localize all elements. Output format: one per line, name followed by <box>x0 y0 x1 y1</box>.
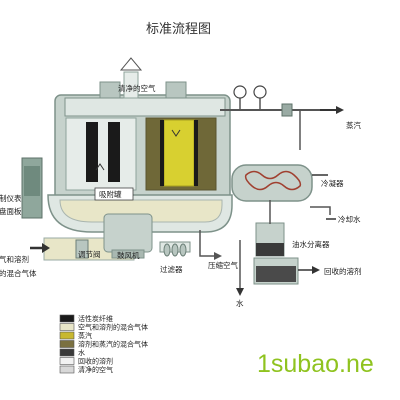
legend-label: 水 <box>78 348 85 357</box>
legend-label: 空气和溶剂的混合气体 <box>78 323 148 332</box>
water-arrow-icon <box>236 288 244 296</box>
solvent-level <box>256 266 296 282</box>
legend-swatch <box>59 357 75 365</box>
compressed-air-arrow-icon <box>214 252 222 260</box>
legend-label: 溶剂和蒸汽的混合气体 <box>78 340 148 349</box>
adsorber-unit: 吸附罐 <box>47 81 233 233</box>
legend-swatch <box>59 314 75 323</box>
filter-cartridge-1 <box>163 243 171 257</box>
top-stack-right <box>165 81 187 99</box>
condenser: 冷凝器 <box>231 164 344 202</box>
filter-unit: 过滤器 <box>159 241 191 274</box>
carbon-fiber-right-2 <box>194 120 198 186</box>
separator-label: 油水分离器 <box>292 239 330 249</box>
left-chamber <box>65 117 137 191</box>
blower: 鼓风机 <box>103 213 153 260</box>
solvent-tank: 回收的溶剂 <box>253 257 362 285</box>
inlet-label-1: 气和溶剂 <box>0 254 29 264</box>
flow-arrow-up-icon <box>95 163 105 171</box>
compressed-air-line: 压缩空气 <box>199 230 238 270</box>
adsorber-base-inner <box>59 199 223 223</box>
legend-swatch <box>59 331 75 340</box>
cooling-water-label: 冷却水 <box>338 214 361 224</box>
control-panel-screen <box>24 166 40 196</box>
recovered-solvent-label: 回收的溶剂 <box>324 266 362 276</box>
cooling-water-pipe <box>310 206 331 215</box>
diagram-title: 标准流程图 <box>146 22 211 37</box>
condenser-label: 冷凝器 <box>321 178 344 188</box>
inlet-arrow-icon <box>42 243 50 253</box>
outlet-duct <box>123 71 139 99</box>
inlet-label-2: 的混合气体 <box>0 268 37 278</box>
control-panel: 制仪表 盘面板 <box>0 157 43 219</box>
compressed-air-pipe <box>199 230 216 257</box>
steam-column <box>163 119 195 187</box>
flow-arrow-down-icon <box>171 129 181 137</box>
clean-air-outlet: 清净的空气 <box>118 57 156 99</box>
filter-cartridge-3 <box>179 243 187 257</box>
outlet-arrow-icon <box>119 57 143 71</box>
legend-swatch <box>59 323 75 331</box>
steam-supply: 蒸汽 <box>220 85 361 150</box>
filter-cartridge-2 <box>171 243 179 257</box>
compressed-air-label: 压缩空气 <box>208 260 238 270</box>
damper-label: 调节阀 <box>78 250 101 259</box>
oil-water-separator: 油水分离器 <box>255 200 330 257</box>
water-label: 水 <box>236 298 244 308</box>
clean-air-label: 清净的空气 <box>118 83 156 93</box>
cooling-water: 冷却水 <box>310 206 361 224</box>
blower-base <box>111 249 145 259</box>
blower-label: 鼓风机 <box>117 250 140 260</box>
control-panel-label-2: 盘面板 <box>0 206 22 216</box>
carbon-fiber-left-1 <box>86 122 98 182</box>
legend-label: 蒸汽 <box>78 331 92 340</box>
adsorber-label: 吸附罐 <box>99 189 122 199</box>
legend-swatch <box>59 365 75 374</box>
separator-water-layer <box>256 243 284 256</box>
top-stack <box>99 81 121 99</box>
steam-valve-icon <box>281 103 293 117</box>
steam-label: 蒸汽 <box>346 120 361 130</box>
legend-swatch <box>59 340 75 348</box>
adsorber-top-cover <box>64 97 226 117</box>
solvent-arrow-icon <box>312 266 320 274</box>
pressure-gauge-icon-2 <box>253 85 267 99</box>
damper-body <box>75 239 89 259</box>
legend-swatch <box>59 348 75 357</box>
watermark: 1subao.ne <box>257 350 374 378</box>
legend-label: 活性炭纤维 <box>78 314 113 323</box>
legend-label: 回收的溶剂 <box>78 357 113 366</box>
blower-body <box>103 213 153 253</box>
water-outlet: 水 <box>236 240 244 308</box>
pressure-gauge-icon <box>233 85 247 99</box>
filter-label: 过滤器 <box>160 264 183 274</box>
condenser-coil <box>244 170 302 191</box>
steam-arrow-icon <box>336 106 344 114</box>
carbon-fiber-right-1 <box>160 120 164 186</box>
adsorber-label-box <box>94 187 134 201</box>
control-panel-label-1: 制仪表 <box>0 193 22 203</box>
legend-label: 清净的空气 <box>78 365 113 374</box>
carbon-fiber-left-2 <box>108 122 120 182</box>
